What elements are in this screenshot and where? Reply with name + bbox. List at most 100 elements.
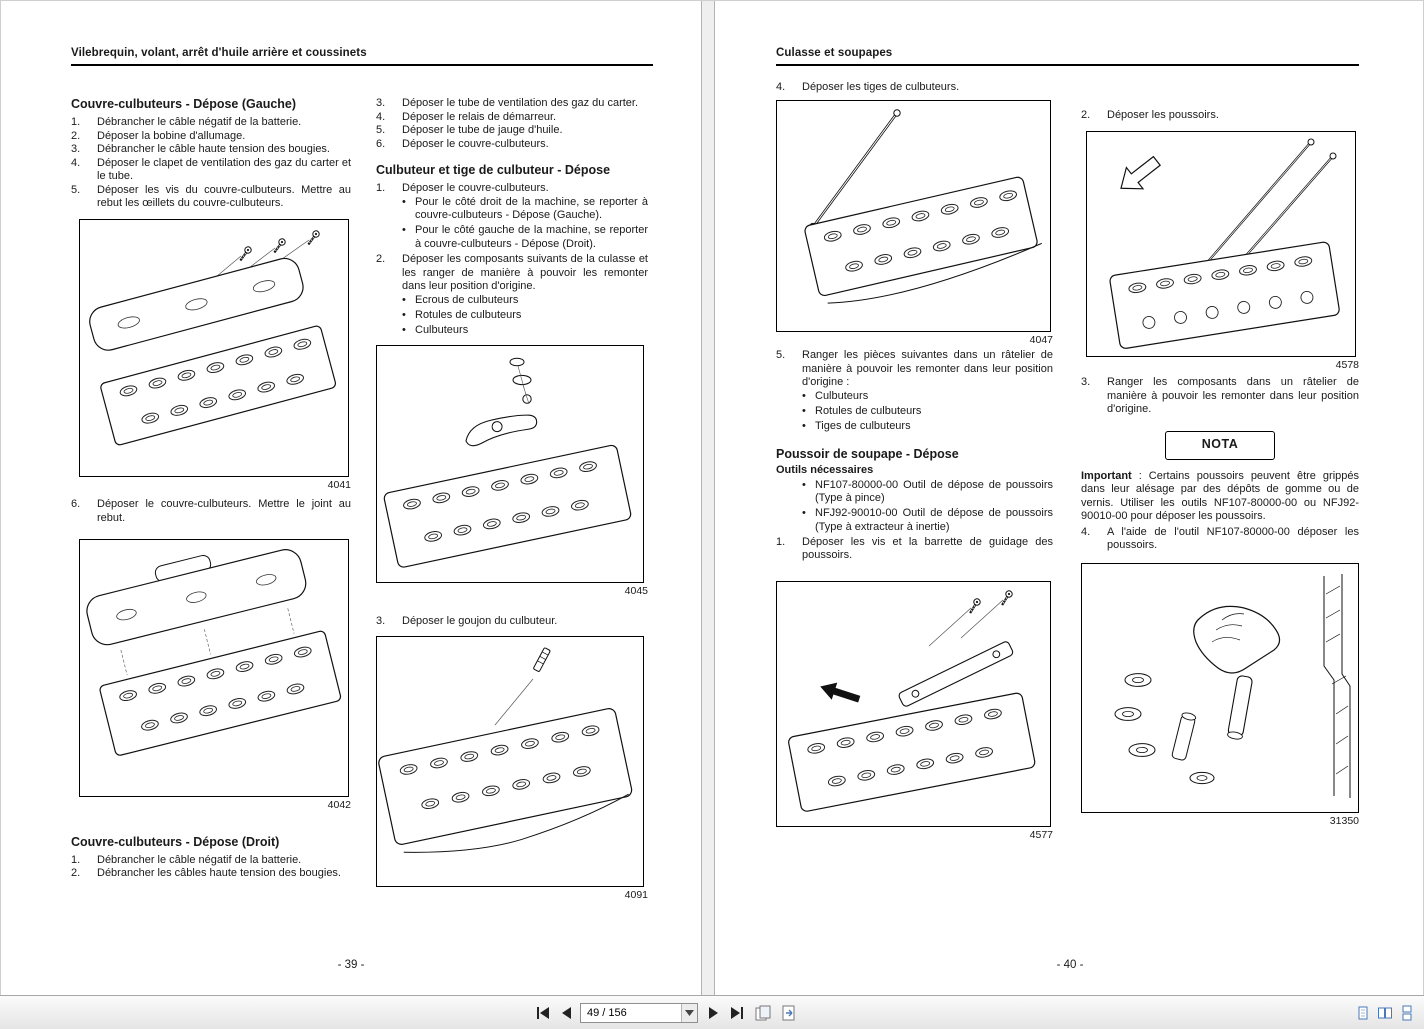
step-text: Déposer le relais de démarreur. <box>402 110 557 123</box>
figure-label: 4042 <box>327 799 351 811</box>
step-number: 2. <box>71 867 81 879</box>
step-text: Déposer le tube de ventilation des gaz d… <box>402 97 639 109</box>
duplicate-page-button[interactable] <box>752 1002 774 1024</box>
bullet-text: Ecrous de culbuteurs <box>415 293 519 306</box>
step-text: Déposer le tube de jauge d'huile. <box>402 124 563 136</box>
bullet-text: NF107-80000-00 Outil de dépose de pousso… <box>815 478 1053 505</box>
section-heading-poussoir: Poussoir de soupape - Dépose <box>776 447 959 461</box>
figure-label: 4577 <box>1029 828 1053 841</box>
figure-4042: 4042 <box>79 539 351 813</box>
bullet-text: Pour le côté gauche de la machine, se re… <box>415 224 648 250</box>
figure-31350: 31350 <box>1081 562 1359 829</box>
bullet-item: •Culbuteurs <box>776 390 1053 404</box>
bullet-item: •Ecrous de culbuteurs <box>376 294 648 308</box>
figure-frame <box>376 636 644 887</box>
figure-4047: 4047 <box>776 99 1053 348</box>
step-text: Ranger les pièces suivantes dans un râte… <box>802 349 1053 388</box>
page39-header: Vilebrequin, volant, arrêt d'huile arriè… <box>71 47 653 66</box>
step-text: Déposer le goujon du culbuteur. <box>402 614 558 627</box>
stud-removal-illustration <box>378 647 633 853</box>
page39-number: - 39 - <box>337 959 365 971</box>
step-item: 4. Déposer les tiges de culbuteurs. <box>776 81 1053 95</box>
first-page-button[interactable] <box>532 1002 554 1024</box>
last-page-button[interactable] <box>726 1002 748 1024</box>
step-item: 4.Déposer le relais de démarreur. <box>376 111 648 125</box>
step-number: 3. <box>1081 376 1091 388</box>
first-page-icon <box>537 1007 549 1019</box>
page39-column-2: 3. Déposer le tube de ventilation des gaz… <box>376 97 648 903</box>
next-page-button[interactable] <box>702 1002 724 1024</box>
bullet-item: •Rotules de culbuteurs <box>376 309 648 323</box>
step-number: 2. <box>1081 109 1091 121</box>
page-number-input[interactable] <box>581 1004 681 1022</box>
single-page-view-icon <box>1358 1006 1368 1020</box>
step-text: Débrancher le câble haute tension des bo… <box>97 143 330 155</box>
step-item: 5.Déposer les vis du couvre-culbuteurs. … <box>71 184 351 211</box>
export-page-button[interactable] <box>778 1002 800 1024</box>
pushrod-removal-illustration <box>804 108 1042 304</box>
continuous-view-button[interactable] <box>1396 1002 1418 1024</box>
step-item: 2. Débrancher les câbles haute tension de… <box>71 867 351 881</box>
step-item: 1.Débrancher le câble négatif de la batt… <box>71 854 351 868</box>
step-text: Débrancher les câbles haute tension des … <box>97 867 341 879</box>
step-text: Déposer le couvre-culbuteurs. <box>402 137 549 150</box>
step-text: Déposer les vis du couvre-culbuteurs. Me… <box>97 183 351 210</box>
bullet-marker: • <box>402 308 406 321</box>
important-label: Important <box>1081 469 1132 482</box>
step-text: Ranger les composants dans un râtelier d… <box>1107 376 1359 415</box>
step-number: 2. <box>71 129 81 142</box>
figure-frame <box>376 345 644 583</box>
duplicate-page-icon <box>755 1005 771 1021</box>
step-text: Déposer le couvre-culbuteurs. <box>402 182 549 194</box>
single-page-view-button[interactable] <box>1352 1002 1374 1024</box>
step-item: 1.Débrancher le câble négatif de la batt… <box>71 116 351 130</box>
bullet-item: •Tiges de culbuteurs <box>776 420 1053 434</box>
step-number: 1. <box>776 535 786 548</box>
step-text: Déposer les poussoirs. <box>1107 109 1219 121</box>
step-item: 2.Déposer les composants suivants de la … <box>376 253 648 294</box>
bullet-marker: • <box>802 419 806 432</box>
viewer-toolbar <box>0 995 1424 1029</box>
step-number: 5. <box>376 124 386 136</box>
bullet-marker: • <box>802 404 806 417</box>
bullet-item: •Culbuteurs <box>376 324 648 338</box>
step-item: 3.Débrancher le câble haute tension des … <box>71 143 351 157</box>
figure-frame <box>79 539 349 797</box>
step-item: 1.Déposer le couvre-culbuteurs. <box>376 182 648 196</box>
figure-label: 4047 <box>1029 333 1053 346</box>
step-item: 3.Déposer le tube de ventilation des gaz… <box>376 97 648 111</box>
facing-pages-view-icon <box>1378 1007 1392 1019</box>
step-text: Déposer les tiges de culbuteurs. <box>802 81 960 93</box>
step-number: 4. <box>71 156 81 169</box>
facing-pages-view-button[interactable] <box>1374 1002 1396 1024</box>
figure-frame <box>776 99 1051 332</box>
figure-label: 31350 <box>1329 814 1359 827</box>
step-item: 2. Déposer les poussoirs. <box>1081 109 1359 123</box>
step-item: 2.Déposer la bobine d'allumage. <box>71 130 351 144</box>
step-number: 2. <box>376 253 386 265</box>
chevron-down-icon <box>685 1010 694 1016</box>
page-dropdown-button[interactable] <box>681 1004 697 1022</box>
figure-4041: 4041 <box>79 218 351 493</box>
next-page-icon <box>709 1007 718 1019</box>
export-page-icon <box>782 1005 795 1021</box>
tools-subheading: Outils nécessaires <box>776 464 874 476</box>
page40-header: Culasse et soupapes <box>776 47 1359 66</box>
figure-label: 4091 <box>624 889 648 901</box>
figure-4577: 4577 <box>776 580 1053 843</box>
bullet-item: •Pour le côté droit de la machine, se re… <box>376 196 648 223</box>
bullet-marker: • <box>402 195 406 208</box>
figure-label: 4578 <box>1335 358 1359 371</box>
step-number: 4. <box>776 81 786 93</box>
previous-page-button[interactable] <box>556 1002 578 1024</box>
figure-frame <box>776 580 1051 827</box>
bullet-item: •NF107-80000-00 Outil de dépose de pouss… <box>776 479 1053 506</box>
bullet-item: •Rotules de culbuteurs <box>776 405 1053 419</box>
step-item: 4. Déposer le clapet de ventilation des g… <box>71 157 351 184</box>
step-number: 3. <box>376 614 386 627</box>
previous-page-icon <box>562 1007 571 1019</box>
step-text: Déposer le clapet de ventilation des gaz… <box>97 156 351 183</box>
nota-label: NOTA <box>1201 437 1239 452</box>
lifter-guide-plate-illustration <box>788 587 1036 812</box>
step-item: 5.Ranger les pièces suivantes dans un râ… <box>776 349 1053 390</box>
